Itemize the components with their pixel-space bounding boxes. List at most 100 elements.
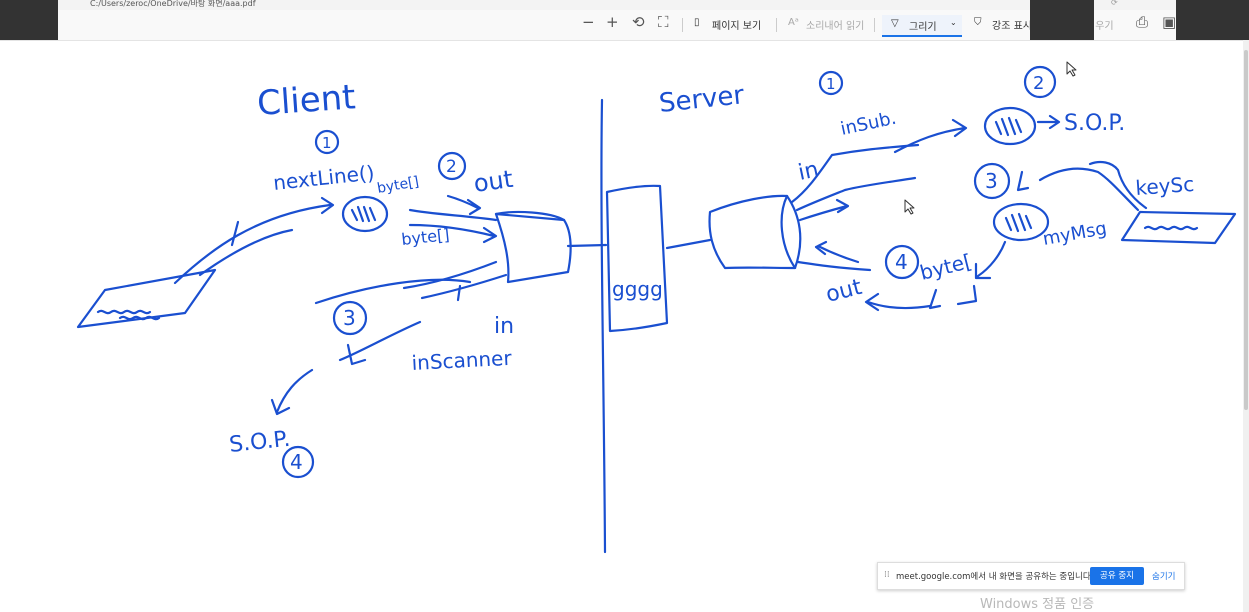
server-byte-bracket xyxy=(928,284,978,310)
client-byte-line xyxy=(408,208,498,222)
num-circle-2-left xyxy=(437,151,467,181)
client-cup-to-buffer xyxy=(566,243,608,248)
client-return-arrow-2 xyxy=(338,320,422,366)
client-return-arrow xyxy=(314,278,472,305)
mouse-cursor-icon xyxy=(904,199,915,215)
server-bracket-3 xyxy=(1016,170,1030,192)
num-circle-1-right xyxy=(818,70,844,96)
server-msg-down-arrow xyxy=(974,240,1007,280)
screen-share-overlay-close xyxy=(1030,0,1094,40)
num3-left: 3 xyxy=(343,306,356,330)
highlight-button[interactable]: 강조 표시 xyxy=(992,21,1032,32)
mymsg-label: myMsg xyxy=(1041,218,1108,250)
client-keyboard-keys xyxy=(96,309,161,321)
sop-right-label: S.O.P. xyxy=(1064,111,1125,136)
byte-kr-label: byte[] xyxy=(376,174,420,197)
mouse-cursor-icon-2 xyxy=(1066,61,1077,77)
buffer-to-server-cup xyxy=(665,238,712,250)
server-msg-blob xyxy=(992,202,1050,242)
draw-button[interactable]: ▽ 그리기 ⌄ xyxy=(882,15,962,37)
scrollbar-thumb[interactable] xyxy=(1244,50,1248,410)
vertical-scrollbar[interactable] xyxy=(1243,40,1249,612)
server-keyboard-keys xyxy=(1143,225,1199,231)
num2-right: 2 xyxy=(1033,73,1044,94)
byte-right-label: byte[ xyxy=(917,249,974,285)
client-out-arrow xyxy=(446,194,482,216)
buffer-label: gggg xyxy=(612,277,663,301)
inscanner-label: inScanner xyxy=(411,346,513,375)
server-in-lower xyxy=(795,176,917,212)
num-circle-4-right xyxy=(884,244,920,280)
page-view-icon[interactable]: ▯ xyxy=(694,17,700,28)
num-circle-3-right xyxy=(973,162,1011,200)
in-right-label: in xyxy=(796,157,821,186)
rotate-icon[interactable]: ⟲ xyxy=(632,13,645,31)
num-circle-3-left xyxy=(332,300,368,336)
windows-activation-watermark: Windows 정품 인증 xyxy=(980,597,1095,612)
server-input-hatching xyxy=(994,116,1023,137)
client-input-blob xyxy=(341,195,389,233)
erase-button[interactable]: 지우기 xyxy=(1086,21,1114,32)
num3-right: 3 xyxy=(985,169,998,193)
screen-share-bar: ⁞⁞ meet.google.com에서 내 화면을 공유하는 중입니다. 공유… xyxy=(877,562,1185,590)
keysc-label: keySc xyxy=(1135,172,1195,200)
divider-line xyxy=(600,98,607,554)
client-label: Client xyxy=(256,77,357,124)
highlighter-icon[interactable]: ⛉ xyxy=(974,17,982,28)
server-in-arrow xyxy=(798,198,850,222)
byte-array-left-label: byte[] xyxy=(400,225,450,249)
fit-page-icon[interactable]: ⛶ xyxy=(658,13,669,31)
drag-handle-icon[interactable]: ⁞⁞ xyxy=(884,570,890,580)
client-return-line-1 xyxy=(402,260,498,290)
num-circle-2-right xyxy=(1023,65,1057,99)
url-text: C:/Users/zeroc/OneDrive/바탕 화면/aaa.pdf xyxy=(90,0,256,8)
server-out-arrow xyxy=(814,240,860,264)
sop-left-label: S.O.P. xyxy=(228,427,291,458)
read-aloud-icon[interactable]: Aᵃ xyxy=(788,17,799,28)
zoom-in-icon[interactable]: + xyxy=(606,13,619,31)
server-return-arrow xyxy=(864,292,932,312)
client-sop-arrow xyxy=(270,368,314,416)
client-keyboard-cable xyxy=(173,203,332,285)
server-insub-arrow xyxy=(893,118,968,154)
num4-left: 4 xyxy=(290,450,303,474)
client-return-line-2 xyxy=(420,273,508,300)
server-stream-cup-inner xyxy=(780,194,797,270)
client-connector-join xyxy=(230,220,240,247)
server-keyboard-cable xyxy=(1038,167,1140,212)
server-out-line xyxy=(796,260,872,272)
screen-share-overlay-right xyxy=(1176,0,1249,40)
chevron-down-icon: ⌄ xyxy=(950,18,957,27)
share-message: meet.google.com에서 내 화면을 공유하는 중입니다. xyxy=(896,572,1094,582)
zoom-out-icon[interactable]: − xyxy=(582,13,595,31)
client-input-hatching xyxy=(350,205,377,223)
num-circle-1-left xyxy=(314,129,340,155)
num-circle-4-left xyxy=(281,445,315,479)
read-aloud-button[interactable]: 소리내어 읽기 xyxy=(806,21,865,32)
server-sop-arrow xyxy=(1036,114,1061,130)
num4-right: 4 xyxy=(895,250,908,274)
server-input-blob xyxy=(983,106,1037,146)
draw-label: 그리기 xyxy=(909,22,937,33)
buffer-box xyxy=(605,184,669,333)
client-stream-cup xyxy=(494,212,572,284)
num1-left: 1 xyxy=(322,134,332,152)
client-keyboard-cable-2 xyxy=(198,228,294,277)
drawing-canvas[interactable]: Client Server nextLine() byte[] out byte… xyxy=(0,40,1243,612)
client-return-line-3 xyxy=(456,284,462,302)
in-left-label: in xyxy=(494,314,514,339)
pen-icon: ▽ xyxy=(891,18,899,29)
client-byte-arrow xyxy=(408,223,498,244)
server-keyboard xyxy=(1120,210,1237,245)
print-icon[interactable]: ⎙ xyxy=(1136,13,1149,31)
screen-share-overlay-left xyxy=(0,0,58,40)
client-arrow-head xyxy=(320,196,335,215)
server-stream-cup xyxy=(708,194,802,270)
hide-button[interactable]: 숨기기 xyxy=(1152,572,1176,582)
stop-sharing-button[interactable]: 공유 중지 xyxy=(1090,567,1144,585)
out-left-label: out xyxy=(472,165,515,198)
save-icon[interactable]: ▣ xyxy=(1162,13,1177,31)
out-right-label: out xyxy=(823,275,864,308)
server-in-upper xyxy=(790,143,920,204)
page-view-button[interactable]: 페이지 보기 xyxy=(712,21,762,32)
